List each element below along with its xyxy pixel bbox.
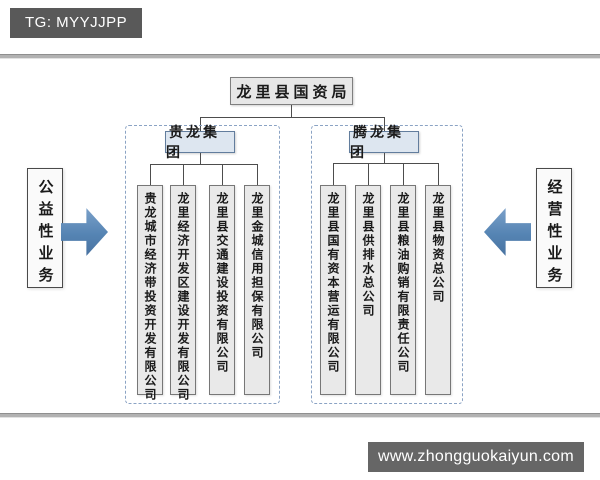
- company-name: 贵龙城市经济带投资开发有限公司: [143, 192, 157, 402]
- company-box: 龙里金城信用担保有限公司: [244, 185, 270, 395]
- company-box: 龙里县粮油购销有限责任公司: [390, 185, 416, 395]
- company-box: 龙里县交通建设投资有限公司: [209, 185, 235, 395]
- group-container-guilong: [125, 125, 280, 404]
- connector-line: [150, 164, 258, 165]
- group-box-tenglong: 腾龙集团: [349, 125, 419, 161]
- company-name: 龙里金城信用担保有限公司: [250, 192, 264, 360]
- connector-line: [384, 117, 385, 131]
- connector-line: [333, 163, 438, 164]
- right-arrow-icon: [61, 208, 108, 256]
- connector-line: [200, 117, 385, 118]
- top-divider: [0, 54, 600, 59]
- public-welfare-label-box: 公益性业务: [27, 168, 63, 289]
- connector-line: [384, 153, 385, 163]
- company-name: 龙里县交通建设投资有限公司: [215, 192, 229, 374]
- company-box: 龙里县物资总公司: [425, 185, 451, 395]
- org-root-box: 龙里县国资局: [230, 77, 353, 105]
- connector-line: [200, 153, 201, 164]
- group-container-tenglong: [311, 125, 463, 404]
- operating-business-label-box: 经营性业务: [536, 168, 572, 289]
- bottom-divider: [0, 413, 600, 418]
- connector-line: [291, 105, 292, 117]
- connector-line: [368, 163, 369, 185]
- group-box-guilong: 贵龙集团: [165, 125, 235, 161]
- connector-line: [150, 164, 151, 185]
- company-name: 龙里县国有资本营运有限公司: [326, 192, 340, 374]
- connector-line: [200, 117, 201, 131]
- company-box: 贵龙城市经济带投资开发有限公司: [137, 185, 163, 402]
- company-name: 龙里县粮油购销有限责任公司: [396, 192, 410, 374]
- connector-line: [183, 164, 184, 185]
- connector-line: [333, 163, 334, 185]
- connector-line: [257, 164, 258, 185]
- left-arrow-icon: [484, 208, 531, 256]
- company-box: 龙里经济开发区建设开发有限公司: [170, 185, 196, 402]
- company-box: 龙里县国有资本营运有限公司: [320, 185, 346, 395]
- connector-line: [438, 163, 439, 185]
- company-name: 龙里经济开发区建设开发有限公司: [176, 192, 190, 402]
- connector-line: [403, 163, 404, 185]
- company-name: 龙里县供排水总公司: [361, 192, 375, 318]
- company-box: 龙里县供排水总公司: [355, 185, 381, 395]
- telegram-badge: TG: MYYJJPP: [10, 8, 143, 38]
- connector-line: [222, 164, 223, 185]
- company-name: 龙里县物资总公司: [431, 192, 445, 304]
- public-welfare-label: 公益性业务: [36, 179, 55, 289]
- operating-business-label: 经营性业务: [545, 179, 564, 289]
- website-watermark: www.zhongguokaiyun.com: [368, 442, 584, 472]
